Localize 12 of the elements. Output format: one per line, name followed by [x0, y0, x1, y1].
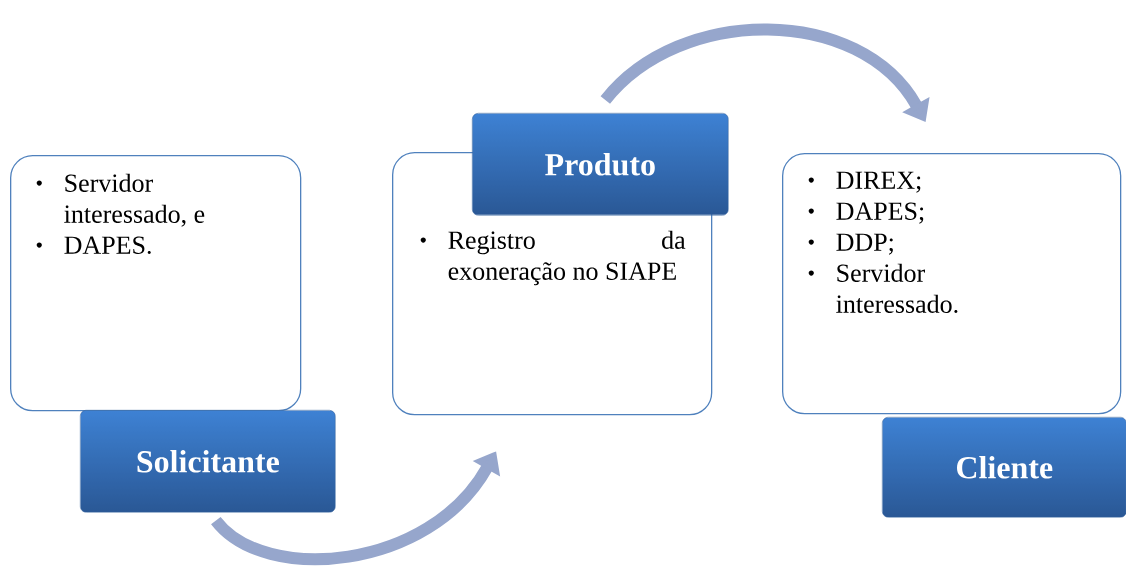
list-item: DAPES.	[36, 236, 151, 255]
list-item: Registro da exoneração no SIAPE	[420, 230, 686, 286]
header-tab: Produto	[472, 113, 729, 216]
list-item: Servidor interessado, e	[36, 173, 205, 227]
list-item: DDP;	[808, 233, 893, 255]
header-tab: Cliente	[882, 417, 1126, 518]
list-item: Servidor interessado.	[808, 263, 958, 314]
content-box	[782, 153, 1122, 415]
content-box	[10, 155, 302, 412]
list-item: DIREX;	[808, 171, 921, 193]
list-item: DAPES;	[808, 202, 924, 224]
header-tab: Solicitante	[80, 410, 336, 513]
